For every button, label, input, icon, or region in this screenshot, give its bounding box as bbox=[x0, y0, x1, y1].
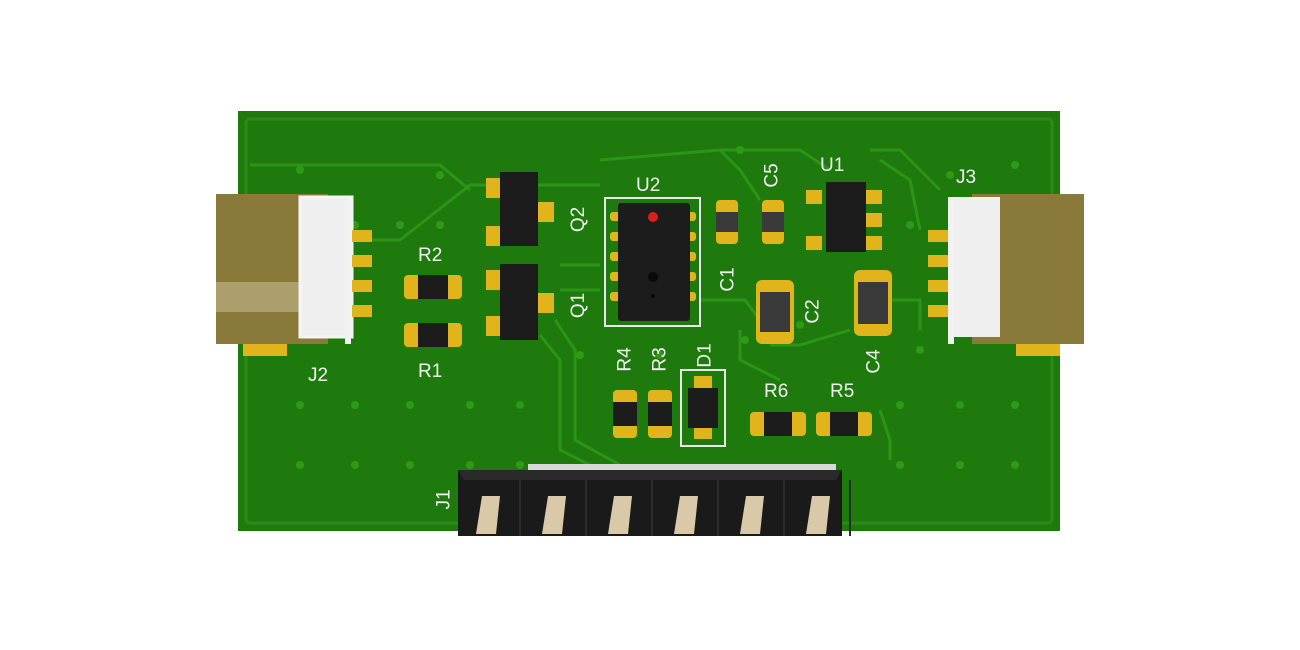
capacitor-c4 bbox=[854, 270, 892, 336]
vias bbox=[296, 146, 1019, 469]
ic-u1 bbox=[806, 182, 882, 252]
connector-j3 bbox=[928, 194, 1084, 356]
j1-pin bbox=[476, 496, 500, 534]
label-r1: R1 bbox=[418, 361, 443, 382]
j1-pin bbox=[542, 496, 566, 534]
label-r3: R3 bbox=[649, 347, 671, 372]
label-q1: Q1 bbox=[568, 292, 590, 319]
label-q2: Q2 bbox=[568, 206, 590, 233]
j2-housing bbox=[300, 197, 352, 337]
j1-plastic bbox=[458, 470, 842, 536]
label-j3: J3 bbox=[956, 167, 977, 188]
label-r6: R6 bbox=[764, 381, 789, 402]
connector-j2 bbox=[216, 194, 372, 356]
capacitor-c5 bbox=[762, 200, 784, 244]
u2-pin1-marker bbox=[648, 212, 658, 222]
label-j2: J2 bbox=[308, 365, 329, 386]
resistor-r5 bbox=[816, 412, 872, 436]
j1-pin bbox=[608, 496, 632, 534]
label-u2: U2 bbox=[636, 175, 661, 196]
j3-housing bbox=[948, 197, 1000, 337]
resistor-r2 bbox=[404, 275, 462, 299]
j1-pin bbox=[740, 496, 764, 534]
resistor-r1 bbox=[404, 323, 462, 347]
label-r5: R5 bbox=[830, 381, 855, 402]
label-u1: U1 bbox=[820, 155, 845, 176]
capacitor-c1 bbox=[716, 200, 738, 244]
capacitor-c2 bbox=[756, 280, 794, 344]
ic-u2 bbox=[604, 197, 701, 327]
label-d1: D1 bbox=[694, 343, 716, 368]
label-r4: R4 bbox=[614, 347, 636, 372]
j1-pin bbox=[674, 496, 698, 534]
label-c4: C4 bbox=[863, 349, 885, 374]
resistor-r6 bbox=[750, 412, 806, 436]
j1-pin bbox=[806, 496, 830, 534]
transistor-q2 bbox=[486, 172, 554, 246]
label-r2: R2 bbox=[418, 245, 443, 266]
label-j1: J1 bbox=[433, 489, 455, 510]
pin-header-j1 bbox=[458, 464, 851, 536]
label-c5: C5 bbox=[761, 163, 783, 188]
label-c1: C1 bbox=[717, 267, 739, 292]
resistor-r3 bbox=[648, 390, 672, 438]
label-c2: C2 bbox=[802, 299, 824, 324]
transistor-q1 bbox=[486, 264, 554, 340]
resistor-r4 bbox=[613, 390, 637, 438]
diode-d1 bbox=[680, 369, 726, 447]
